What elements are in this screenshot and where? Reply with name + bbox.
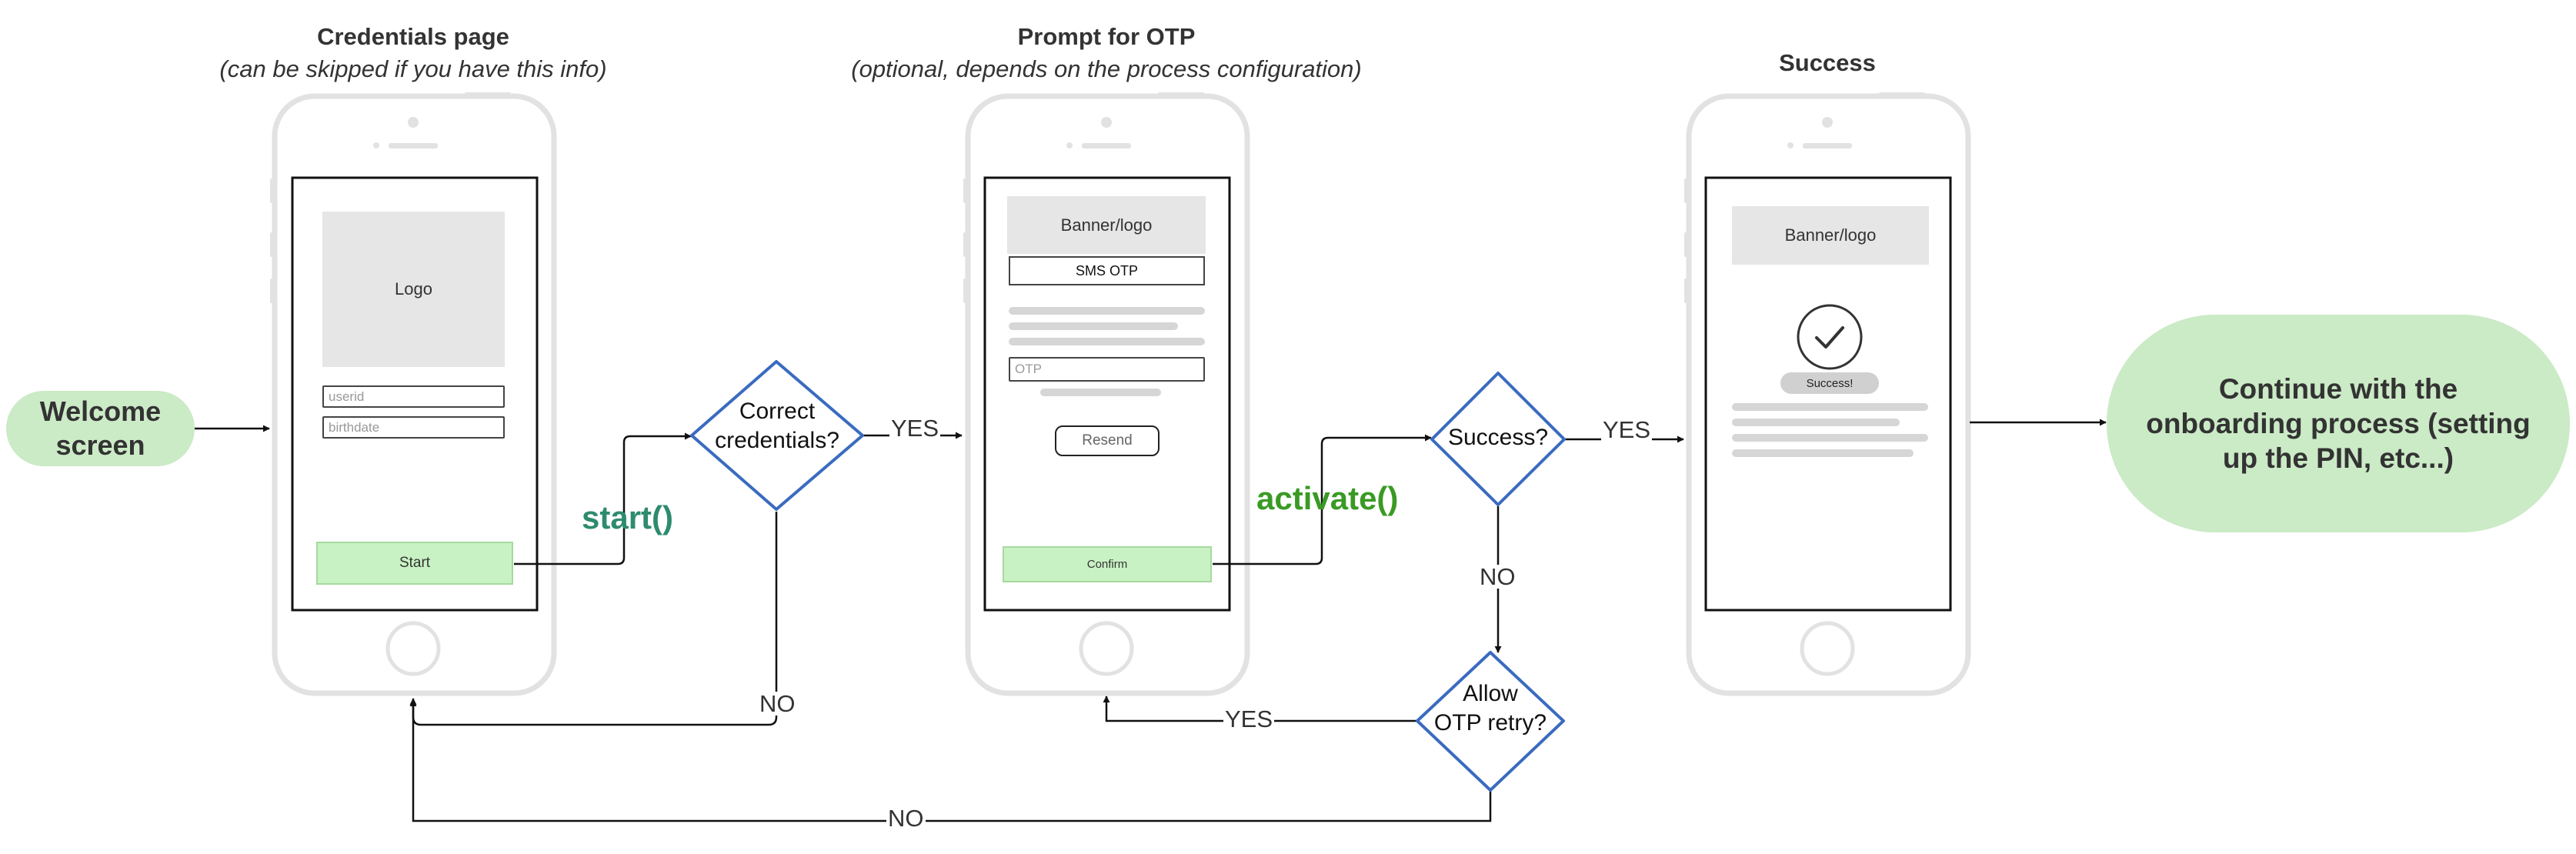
arrow-start-to-credentials-check (514, 432, 692, 565)
start-function-label: start() (582, 499, 674, 535)
otp-text-line-1 (1009, 307, 1205, 315)
label-no-success: NO (1478, 563, 1517, 590)
arrow-retry-no (409, 699, 1492, 822)
logo-placeholder: Logo (322, 212, 505, 367)
success-text-line-4 (1732, 449, 1914, 457)
decision-success (1430, 372, 1566, 506)
decision-correct-credentials (690, 360, 864, 511)
birthdate-input[interactable]: birthdate (322, 416, 505, 439)
label-no-retry: NO (886, 805, 926, 832)
decision-allow-otp-retry (1416, 651, 1565, 792)
decision-credentials-line1: Correct (739, 399, 816, 424)
sms-otp-label-box: SMS OTP (1009, 256, 1205, 285)
decision-credentials-text: Correct credentials? (692, 397, 863, 455)
userid-input[interactable]: userid (322, 385, 505, 408)
terminal-welcome-screen: Welcome screen (6, 391, 195, 466)
success-banner-logo: Banner/logo (1732, 206, 1929, 265)
decision-success-label: Success? (1447, 425, 1549, 450)
label-yes-success: YES (1601, 416, 1653, 443)
header-credentials-subtitle: (can be skipped if you have this info) (219, 55, 607, 82)
header-success-title: Success (1779, 49, 1876, 76)
check-circle-icon (1797, 304, 1863, 370)
otp-text-line-3 (1009, 338, 1205, 345)
arrow-confirm-to-success-check (1213, 434, 1432, 565)
success-status-badge: Success! (1780, 372, 1879, 394)
decision-retry-line1: Allow (1463, 681, 1518, 706)
header-otp-title: Prompt for OTP (1017, 23, 1196, 50)
otp-text-line-2 (1009, 322, 1178, 330)
decision-credentials-line2: credentials? (715, 427, 839, 453)
otp-text-line-4 (1040, 389, 1161, 396)
otp-banner-logo: Banner/logo (1007, 196, 1206, 254)
header-prompt-otp: Prompt for OTP (optional, depends on the… (799, 23, 1414, 83)
activate-function-label: activate() (1256, 480, 1399, 516)
label-yes-credentials: YES (889, 415, 941, 442)
resend-button[interactable]: Resend (1055, 425, 1160, 456)
label-yes-retry: YES (1223, 706, 1275, 732)
decision-success-text: Success? (1432, 423, 1564, 452)
header-success: Success (1750, 49, 1904, 77)
header-credentials-title: Credentials page (317, 23, 509, 50)
decision-retry-line2: OTP retry? (1433, 709, 1547, 736)
otp-input[interactable]: OTP (1009, 357, 1205, 382)
decision-retry-text: Allow OTP retry? (1417, 679, 1563, 737)
success-text-line-2 (1732, 419, 1900, 426)
confirm-button[interactable]: Confirm (1003, 546, 1212, 582)
start-button[interactable]: Start (316, 542, 513, 585)
success-text-line-1 (1732, 403, 1928, 411)
header-otp-subtitle: (optional, depends on the process config… (851, 55, 1362, 82)
label-no-credentials: NO (758, 690, 797, 717)
arrow-retry-yes (1103, 696, 1416, 722)
terminal-continue-onboarding: Continue with the onboarding process (se… (2107, 315, 2570, 532)
header-credentials-page: Credentials page (can be skipped if you … (182, 23, 644, 83)
success-text-line-3 (1732, 434, 1928, 442)
